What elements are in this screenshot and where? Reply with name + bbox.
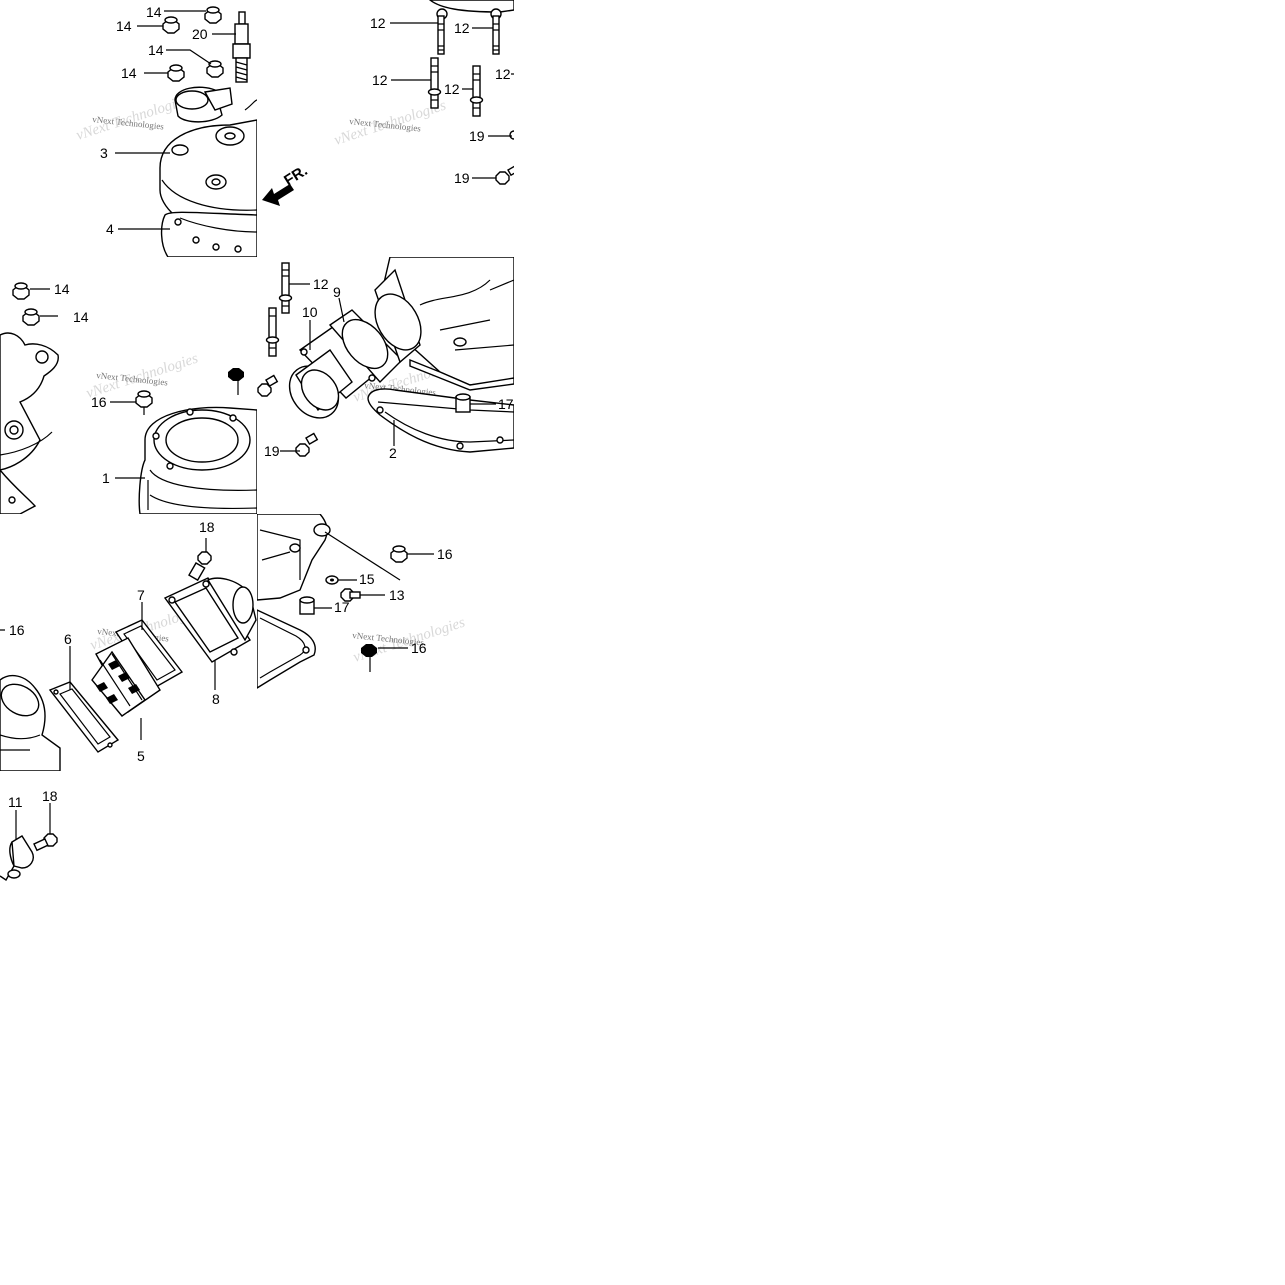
label: 16 [411,640,427,656]
flange-bolt [295,432,319,457]
label: 14 [73,309,89,325]
label: 20 [192,26,208,42]
flange-bolt [188,551,212,582]
label: 14 [54,281,70,297]
tile-head-top-left: vNext Technologies vNext Technologies [74,4,257,257]
label: 14 [116,18,132,34]
label: 7 [137,587,145,603]
label: 14 [148,42,164,58]
flange-bolt [33,833,58,852]
label: 12 [313,276,329,292]
label: 18 [42,788,58,804]
cap-nut [228,368,244,381]
label: 11 [8,794,23,810]
stud-bolt [278,262,293,314]
exhaust-flange [288,321,379,419]
flange-bolt [257,374,279,397]
stud-bolt [437,15,445,55]
crankcase [257,514,331,689]
spark-plug [232,11,251,83]
cap-nut [167,64,185,82]
cylinder-block [374,257,514,391]
label: 12 [454,20,470,36]
svg-text:FR.: FR. [281,162,311,189]
front-arrow-icon: FR. [262,162,311,206]
label: 9 [333,284,341,300]
cap-nut [162,16,180,34]
flange-nut [390,545,408,563]
dowel-pin [455,393,471,413]
label: 16 [9,622,25,638]
label: 8 [212,691,220,707]
cap-nut [22,308,40,326]
exhaust-gasket [328,309,403,384]
label: 5 [137,748,145,764]
label: 16 [437,546,453,562]
label: 12 [372,72,388,88]
tile-cylinder-mid-right: vNext Technologies vNext Technologies [257,257,514,461]
flange-bolt [340,588,361,602]
label: 12 [444,81,460,97]
cylinder-head [159,86,257,236]
watermark: vNext Technologies vNext Technologies [351,615,467,666]
label: 19 [454,170,470,186]
cap-nut [135,390,153,408]
stud-bolt [265,307,280,357]
label: 1 [102,470,110,486]
cap-nut [12,282,30,300]
dowel-pin [299,596,315,615]
label: 4 [106,221,114,237]
flange-nut [361,644,377,657]
reed-valve [91,637,161,717]
label: 3 [100,145,108,161]
stud-bolt [427,57,442,109]
label: 16 [91,394,107,410]
stud-bolt [492,15,500,55]
crankcase [0,674,61,771]
hose-clamp [0,835,34,881]
flange-bolt [509,130,514,140]
intake-manifold [163,577,257,663]
label: 12 [495,66,511,82]
base-gasket [367,388,514,453]
tile-reed-lower-left: vNext Technologies vNext Technologies [0,519,257,771]
washer [325,575,339,585]
flange-bolt [495,165,514,185]
label: 15 [359,571,375,587]
tile-cylinder-mid-left: vNext Technologies vNext Technologies 14… [0,281,257,514]
label: 19 [264,443,280,459]
cylinder-barrel [138,406,257,514]
cap-nut [204,6,222,24]
label: 17 [334,599,350,615]
tile-head-top-right: vNext Technologies vNext Technologies FR… [262,0,514,206]
label: 19 [469,128,485,144]
label: 6 [64,631,72,647]
tile-clamp-bottom: 11 18 [0,788,58,881]
label: 12 [370,15,386,31]
label: 2 [389,445,397,461]
intake-gasket [48,681,120,753]
label: 14 [146,4,162,20]
tile-crankcase-lower-right: vNext Technologies vNext Technologies 16… [257,514,467,689]
label: 18 [199,519,215,535]
cap-nut [206,60,224,78]
label: 10 [302,304,318,320]
stud-bolt [469,65,484,117]
head-gasket [160,211,257,257]
label: 14 [121,65,137,81]
label: 13 [389,587,405,603]
watermark: vNext Technologies vNext Technologies [74,93,190,144]
label: 17 [498,396,514,412]
